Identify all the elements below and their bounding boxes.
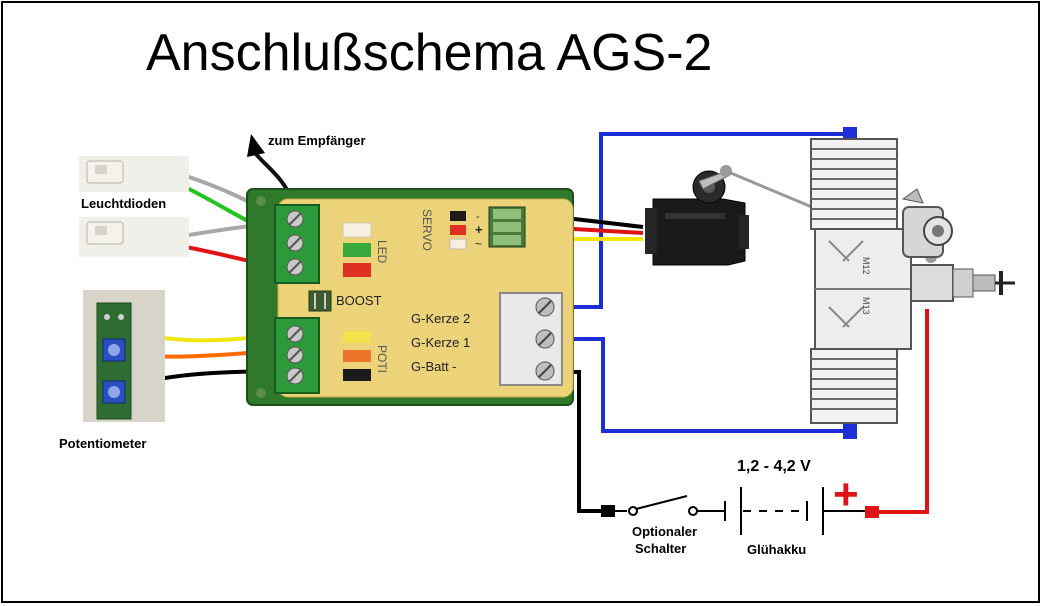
black-plug: [601, 505, 615, 517]
servo-header: [488, 206, 526, 248]
pcb-label-g-batt: G-Batt -: [411, 359, 457, 374]
switch-label-line-1: Optionaler: [632, 524, 698, 539]
servo-pin-plus: +: [475, 222, 483, 237]
servo-pin-signal: ~: [475, 237, 482, 251]
led-terminal-block: [274, 204, 320, 284]
engine-mark-top: M12: [861, 257, 871, 275]
pcb-label-g-kerze-1: G-Kerze 1: [411, 335, 470, 350]
battery-label: Glühakku: [747, 542, 807, 557]
red-plug: [865, 506, 879, 518]
servo-swatch-black: [450, 211, 466, 221]
potentiometer-board: [83, 290, 165, 422]
receiver-label: zum Empfänger: [268, 133, 366, 148]
blue-wire-g-kerze-1: [561, 337, 851, 433]
led-swatch-white: [342, 222, 372, 238]
output-terminal-block: [499, 292, 563, 386]
led-label: Leuchtdioden: [81, 196, 167, 211]
red-wire-battery-plus: [879, 309, 929, 514]
glow-battery-symbol: [724, 487, 865, 535]
pcb-label-servo: SERVO: [420, 209, 434, 251]
receiver-arrow-head: [247, 134, 265, 157]
led-swatch-green: [343, 243, 371, 257]
switch-label-line-2: Schalter: [635, 541, 687, 556]
servo-pin-minus: -: [476, 211, 480, 223]
led-connector-top: [79, 156, 189, 192]
pcb-label-poti: POTI: [375, 345, 389, 373]
led-swatch-red: [343, 263, 371, 277]
poti-swatch-orange: [343, 350, 371, 362]
wiring-diagram: LED POTI SERVO BOOST G-Kerze 2 G-Kerze 1…: [79, 127, 1015, 535]
optional-switch: [628, 495, 725, 516]
servo-swatch-red: [450, 225, 466, 235]
pcb-label-g-kerze-2: G-Kerze 2: [411, 311, 470, 326]
voltage-label: 1,2 - 4,2 V: [737, 458, 811, 475]
engine: M12 M13: [810, 138, 1015, 424]
poti-swatch-black: [343, 369, 371, 381]
led-connector-bottom: [79, 217, 189, 257]
poti-swatch-yellow: [343, 331, 371, 343]
boost-jumper: [308, 290, 332, 312]
glow-plug-terminal-bottom: [843, 423, 857, 439]
engine-mark-bottom: M13: [861, 297, 871, 315]
potentiometer-label: Potentiometer: [59, 436, 147, 451]
pcb-label-boost: BOOST: [336, 293, 382, 308]
glow-plug-terminal-top: [843, 127, 857, 141]
servo: [645, 165, 749, 266]
page-title: Anschlußschema AGS-2: [146, 24, 713, 82]
servo-swatch-white: [449, 238, 467, 250]
pcb-label-led: LED: [375, 240, 389, 264]
poti-terminal-block: [274, 317, 320, 394]
battery-plus-sign: +: [833, 470, 859, 519]
